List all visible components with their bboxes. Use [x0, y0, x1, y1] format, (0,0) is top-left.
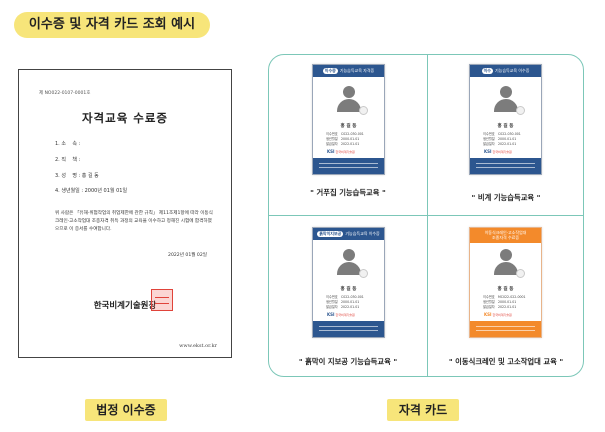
certificate-field-affiliation: 1. 소 속 :: [55, 141, 81, 147]
card-info-value: 2000.01.01: [341, 300, 360, 305]
card-header-tag: 이수증: [322, 68, 338, 74]
ksi-logo: KSI한국비계기술원: [327, 312, 355, 317]
card-info-value: C022-030-001: [341, 132, 364, 136]
certificate-doc-number: 제 NO022-0107-0001호: [39, 91, 91, 96]
card-header-text: 기능습득교육 자격증: [339, 68, 375, 73]
stamp-icon: [516, 269, 525, 278]
card-info-key: 생년월일: [483, 300, 495, 305]
card-info-key: 발급일자: [483, 305, 495, 310]
certificate-title: 자격교육 수료증: [81, 111, 169, 125]
card-info-key: 발급일자: [326, 305, 338, 310]
ksi-logo: KSI한국비계기술원: [484, 149, 512, 154]
caption-formwork: " 거푸집 기능습득교육 ": [310, 188, 386, 197]
card-holder-name: 홍 길 동: [497, 287, 514, 292]
person-silhouette-icon: [336, 248, 362, 276]
card-info-key: 발급일자: [483, 142, 495, 147]
card-info-value: C022-030-001: [341, 295, 364, 299]
card-info-value: 2022.01.01: [498, 142, 517, 147]
official-seal: [151, 289, 173, 311]
card-footer: [470, 158, 541, 174]
stamp-icon: [516, 106, 525, 115]
stamp-icon: [359, 269, 368, 278]
card-info-value: C022-030-001: [498, 132, 521, 136]
caption-scaffold: " 비계 기능습득교육 ": [471, 193, 541, 202]
caption-crane-aerial: " 이동식크레인 및 고소작업대 교육 ": [448, 357, 564, 366]
card-info-key: 생년월일: [483, 137, 495, 142]
page-title: 이수증 및 자격 카드 조회 예시: [14, 12, 210, 38]
card-info-value: 2000.01.01: [498, 300, 517, 305]
card-info-key: 이수번호: [483, 295, 495, 299]
card-footer: [470, 321, 541, 337]
card-holder-name: 홍 길 동: [497, 124, 514, 129]
card-header-tag: 이수: [481, 68, 493, 74]
stamp-icon: [359, 106, 368, 115]
ksi-logo: KSI한국비계기술원: [327, 149, 355, 154]
card-info-key: 이수번호: [483, 132, 495, 136]
ksi-logo: KSI한국비계기술원: [484, 312, 512, 317]
card-header-tag: 흙막이지보공: [317, 231, 344, 237]
card-footer: [313, 321, 384, 337]
label-certificate: 법정 이수증: [85, 399, 167, 421]
certificate-issue-date: 2022년 01월 02일: [168, 253, 207, 258]
card-info-value: 2022.01.01: [341, 305, 360, 310]
certificate-field-birthdate: 4. 생년월일 : 2000년 01월 01일: [55, 188, 128, 194]
card-header-tag: 이동식크레인·고소작업대: [484, 230, 527, 235]
certificate-field-position: 2. 직 책 :: [55, 157, 81, 163]
person-silhouette-icon: [336, 85, 362, 113]
card-info-value: 2022.01.01: [498, 305, 517, 310]
card-holder-name: 홍 길 동: [340, 287, 357, 292]
card-info-value: 2000.01.01: [498, 137, 517, 142]
certificate-url: www.ekst.or.kr: [179, 343, 217, 349]
person-silhouette-icon: [493, 85, 519, 113]
certificate-body-text: 위 사람은 「유해·위험작업의 취업제한에 관한 규칙」 제11조제1항에 따라…: [55, 211, 213, 232]
card-header-text: 기능습득교육 이수증: [345, 231, 380, 236]
card-info-key: 생년월일: [326, 300, 338, 305]
certificate-document: 제 NO022-0107-0001호 자격교육 수료증 1. 소 속 : 2. …: [18, 69, 232, 358]
card-header-text: 조종자격 수료증: [491, 235, 520, 241]
card-holder-name: 홍 길 동: [340, 124, 357, 129]
caption-earth-retaining: " 흙막이 지보공 기능습득교육 ": [298, 357, 398, 366]
card-info-key: 이수번호: [326, 132, 338, 136]
card-info-key: 발급일자: [326, 142, 338, 147]
card-info-value: MC022-022-0001: [498, 295, 526, 299]
certificate-field-name: 3. 성 명 : 홍 길 동: [55, 173, 99, 179]
card-info-key: 생년월일: [326, 137, 338, 142]
card-info-key: 이수번호: [326, 295, 338, 299]
grid-divider-horizontal: [269, 215, 583, 217]
person-silhouette-icon: [493, 248, 519, 276]
card-footer: [313, 158, 384, 174]
card-info-value: 2022.01.01: [341, 142, 360, 147]
card-info-value: 2000.01.01: [341, 137, 360, 142]
card-header-text: 기능습득교육 이수증: [494, 68, 530, 73]
certificate-issuer: 한국비계기술원장: [93, 301, 157, 311]
label-cards: 자격 카드: [387, 399, 459, 421]
